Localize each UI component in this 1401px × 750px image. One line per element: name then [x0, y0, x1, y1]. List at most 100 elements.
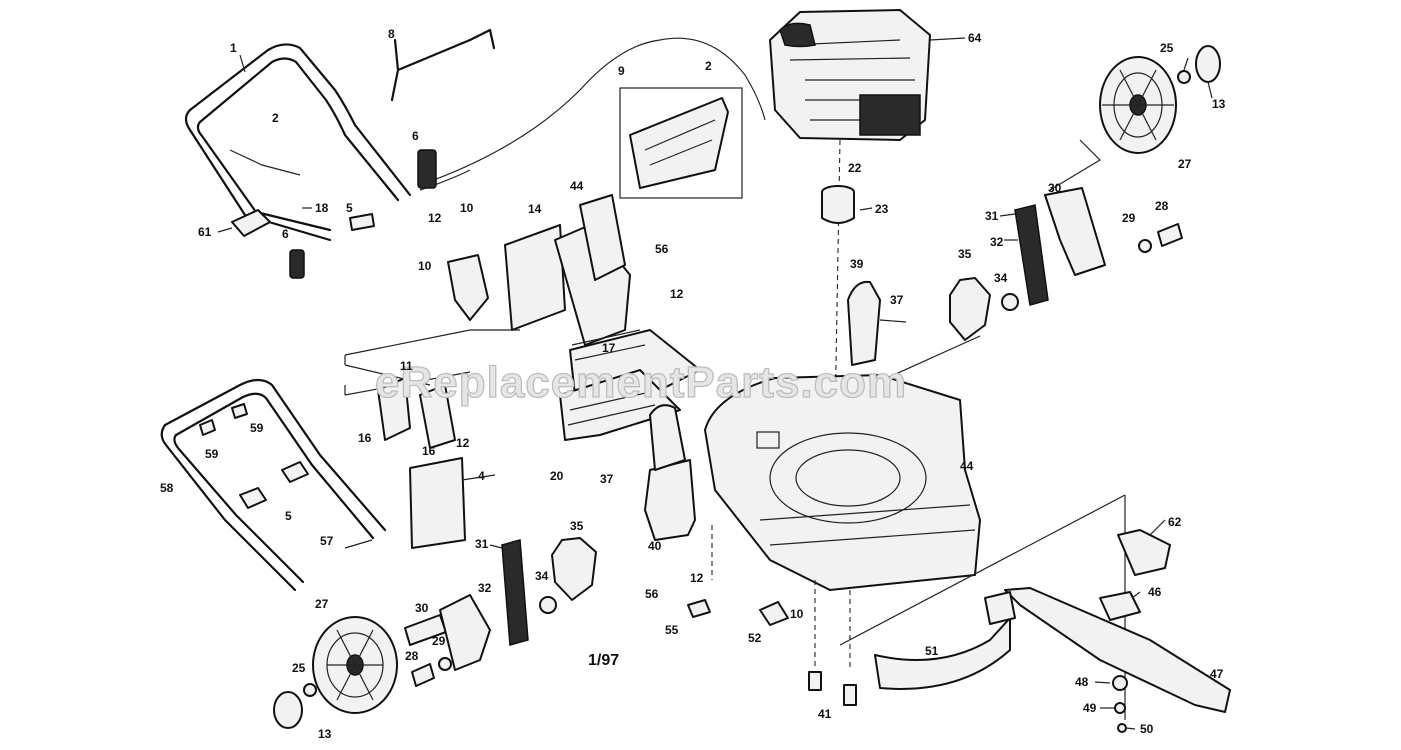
washer-50	[1117, 723, 1127, 733]
callout-20: 20	[550, 469, 564, 483]
rear-door-4	[409, 457, 466, 549]
callout-47: 47	[1210, 667, 1224, 681]
nut-34-right	[1001, 293, 1019, 311]
callout-29a: 29	[1122, 211, 1136, 225]
callout-10a: 10	[460, 201, 474, 215]
callout-61: 61	[198, 225, 212, 239]
adjuster-handle-31-left	[501, 539, 529, 646]
adjuster-handle-right	[1014, 204, 1049, 306]
wheel-washer-right	[1177, 70, 1191, 84]
inset-detail-box	[619, 87, 743, 199]
callout-16b: 16	[422, 444, 436, 458]
callout-44a: 44	[570, 179, 584, 193]
height-bracket-40	[644, 459, 696, 541]
adjuster-plate-32-left	[439, 594, 491, 671]
date-code: 1/97	[588, 652, 619, 669]
callout-18: 18	[315, 201, 329, 215]
callout-labels: 1 2 8 9 2 64 25 13 27 6 18 61 6 5 12 10 …	[160, 27, 1226, 741]
callout-64: 64	[968, 31, 982, 45]
flap-16a	[377, 377, 411, 441]
callout-25a: 25	[1160, 41, 1174, 55]
clip-52	[759, 601, 789, 626]
callout-6b: 6	[282, 227, 289, 241]
callout-59b: 59	[205, 447, 219, 461]
callout-59a: 59	[250, 421, 264, 435]
bracket-35-right	[949, 277, 991, 341]
callout-35a: 35	[958, 247, 972, 261]
callout-22: 22	[848, 161, 862, 175]
callout-32b: 32	[478, 581, 492, 595]
callout-31b: 31	[475, 537, 489, 551]
callout-56b: 56	[645, 587, 659, 601]
callout-39: 39	[850, 257, 864, 271]
handle-knob	[231, 209, 271, 237]
flap-16b	[419, 384, 456, 449]
callout-17: 17	[602, 341, 616, 355]
callout-35b: 35	[570, 519, 584, 533]
callout-49: 49	[1083, 701, 1097, 715]
callout-27b: 27	[315, 597, 329, 611]
mower-deck	[704, 374, 981, 591]
bolt-28-right	[1157, 223, 1183, 247]
callout-5b: 5	[285, 509, 292, 523]
washer-29-left	[438, 657, 452, 671]
callout-10b: 10	[418, 259, 432, 273]
handle-knob-5b	[281, 461, 309, 483]
bolt-37-upper	[879, 319, 907, 323]
callout-41: 41	[818, 707, 832, 721]
washer-48	[1112, 675, 1128, 691]
callout-13a: 13	[1212, 97, 1226, 111]
callout-1: 1	[230, 41, 237, 55]
handle-bolt-59a	[199, 419, 216, 436]
adjuster-rod-line-right	[877, 335, 981, 383]
hub-cap-right	[1195, 45, 1221, 83]
engine	[769, 9, 931, 141]
callout-48: 48	[1075, 675, 1089, 689]
callout-16a: 16	[358, 431, 372, 445]
handle-knob-5a	[239, 487, 267, 509]
callout-56a: 56	[655, 242, 669, 256]
callout-40: 40	[648, 539, 662, 553]
callout-30b: 30	[415, 601, 429, 615]
watermark-text: eReplacementParts.com	[375, 358, 907, 407]
control-bar	[390, 28, 496, 102]
bracket-35-left	[551, 537, 597, 601]
callout-4: 4	[478, 469, 485, 483]
deck-bolt-41b	[843, 684, 857, 706]
callout-55: 55	[665, 623, 679, 637]
callout-37a: 37	[890, 293, 904, 307]
callout-34a: 34	[994, 271, 1008, 285]
upper-handle	[184, 43, 412, 242]
callout-58: 58	[160, 481, 174, 495]
wheel-washer-left	[303, 683, 317, 697]
wheel-left	[312, 616, 398, 714]
callout-27a: 27	[1178, 157, 1192, 171]
blade-adapter-46	[1099, 591, 1141, 621]
callout-12c: 12	[456, 436, 470, 450]
callout-29b: 29	[432, 634, 446, 648]
baffle-51	[874, 617, 1011, 690]
screw-55	[687, 599, 711, 618]
blade-adapter-body	[821, 192, 855, 224]
callout-51: 51	[925, 644, 939, 658]
adapter-62	[1117, 529, 1171, 576]
callout-57: 57	[320, 534, 334, 548]
callout-37b: 37	[600, 472, 614, 486]
pivot-bracket-10	[447, 254, 489, 321]
callout-28a: 28	[1155, 199, 1169, 213]
callout-34b: 34	[535, 569, 549, 583]
handle-bolt-59b	[231, 403, 248, 419]
callout-28b: 28	[405, 649, 419, 663]
spring-clip-lower	[289, 249, 305, 279]
callout-14: 14	[528, 202, 542, 216]
rear-baffle-assembly	[344, 194, 701, 441]
cable-tie	[349, 213, 375, 231]
bolt-49	[1114, 702, 1126, 714]
callout-31a: 31	[985, 209, 999, 223]
nut-34-left	[539, 596, 557, 614]
callout-9: 9	[618, 64, 625, 78]
wheel-right	[1099, 56, 1177, 154]
callout-32a: 32	[990, 235, 1004, 249]
lower-handle	[160, 378, 387, 592]
